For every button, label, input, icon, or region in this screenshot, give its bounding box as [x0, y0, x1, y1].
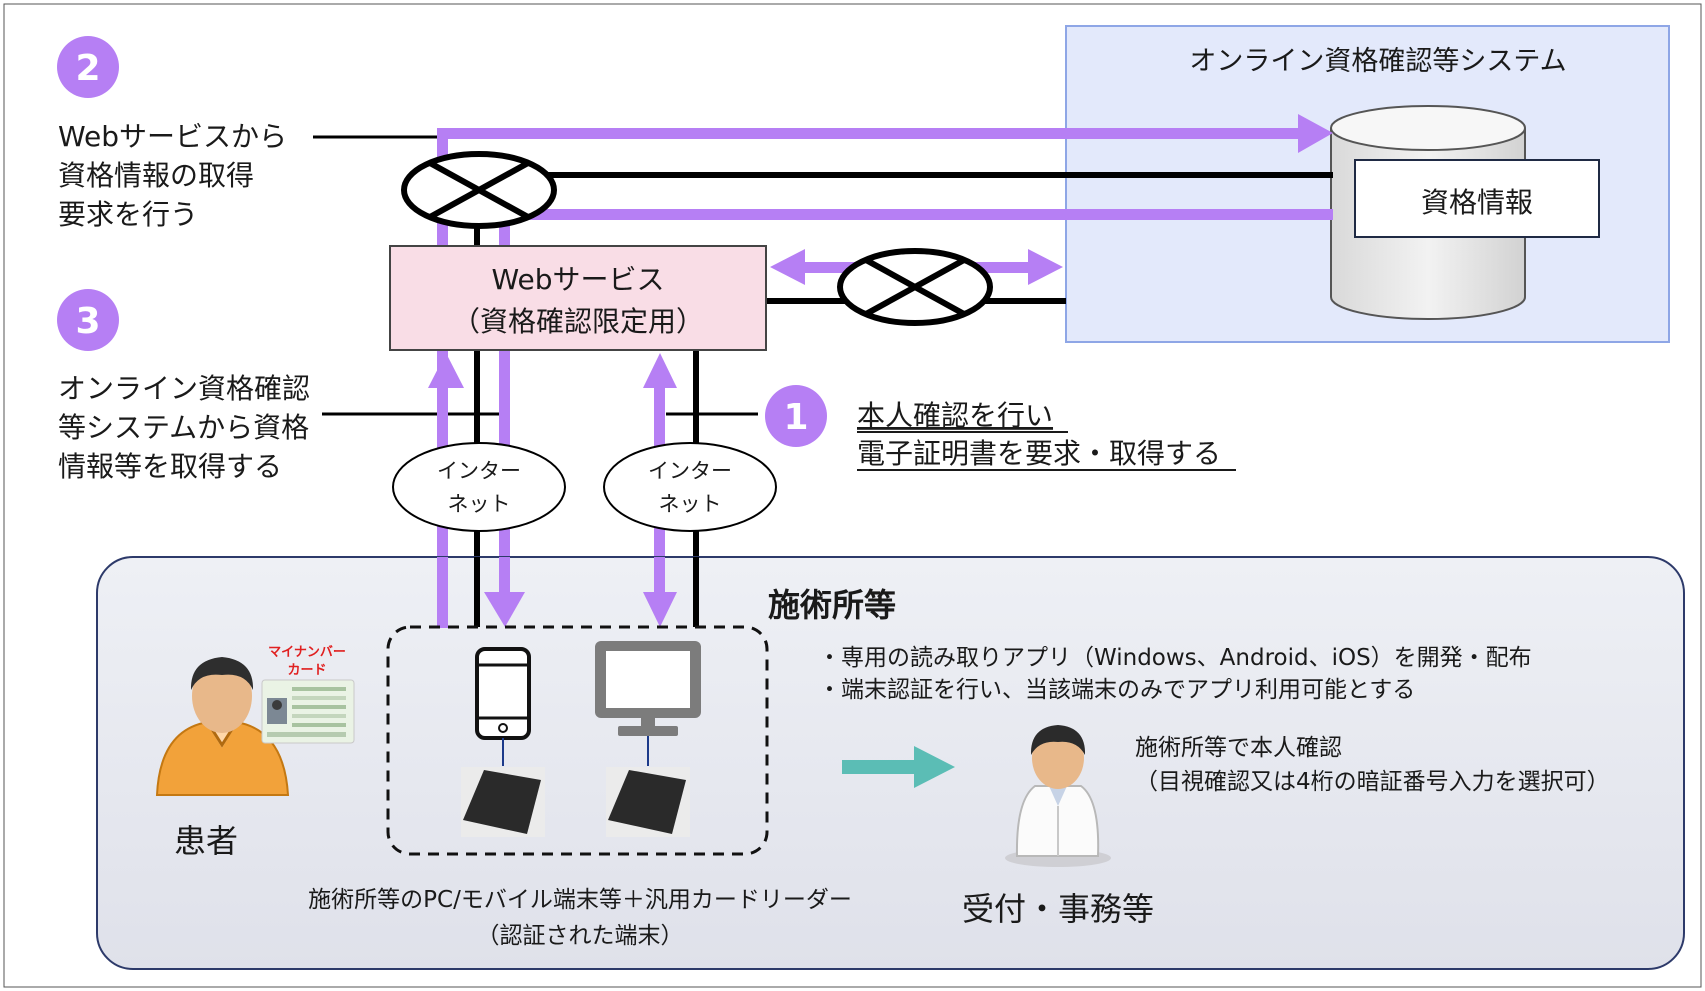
step-2-text: 資格情報の取得 — [58, 159, 254, 192]
patient-icon — [155, 657, 290, 796]
card-reader-icon — [606, 767, 690, 837]
internet-cloud-label: インター — [648, 459, 732, 483]
device-group — [386, 625, 769, 856]
patient-label: 患者 — [174, 822, 238, 860]
internet-cloud: インター ネット — [392, 442, 566, 532]
qualification-info-box — [1354, 159, 1600, 238]
step-2-text: Webサービスから — [58, 120, 287, 153]
step-1: 1 本人確認を行い 電子証明書を要求・取得する — [765, 385, 1236, 471]
facility-title: 施術所等 — [768, 586, 896, 624]
staff-icon — [1005, 725, 1111, 867]
arrow-left-ws — [770, 249, 805, 285]
staff-note: （目視確認又は4桁の暗証番号入力を選択可） — [1135, 769, 1610, 795]
step-2-text: 要求を行う — [58, 198, 198, 231]
arrow-up-left — [428, 353, 464, 388]
step-2: 2 Webサービスから 資格情報の取得 要求を行う — [57, 36, 287, 231]
step-3: 3 オンライン資格確認 等システムから資格 情報等を取得する — [57, 289, 310, 483]
step-1-text: 本人確認を行い — [857, 399, 1053, 432]
facility-line-overlay — [437, 557, 699, 628]
step-2-badge — [57, 36, 119, 98]
web-service-box: Webサービス （資格確認限定用） — [389, 245, 767, 351]
qualification-info-label: 資格情報 — [1421, 186, 1533, 219]
outer-frame — [3, 3, 1702, 988]
step-3-badge — [57, 289, 119, 351]
device-caption: 施術所等のPC/モバイル端末等＋汎用カードリーダー — [308, 887, 852, 913]
internet-cloud-label: インター — [437, 459, 521, 483]
web-service-subtitle: （資格確認限定用） — [452, 305, 704, 338]
router-icon — [401, 151, 557, 229]
facility-bullet: ・端末認証を行い、当該端末のみでアプリ利用可能とする — [818, 677, 1415, 703]
teal-arrow — [842, 746, 955, 788]
leader-lines — [313, 135, 758, 416]
step-3-number: 3 — [75, 301, 100, 342]
step-3-text: 情報等を取得する — [58, 450, 282, 483]
online-system-box: オンライン資格確認等システム 資格情報 — [1065, 25, 1670, 343]
arrow-to-db — [1298, 114, 1333, 153]
step-1-text: 電子証明書を要求・取得する — [857, 437, 1221, 470]
monitor-icon — [595, 641, 701, 766]
card-reader-icon — [461, 767, 545, 837]
step-3-text: オンライン資格確認 — [58, 372, 310, 405]
arrow-right-sys — [1028, 249, 1063, 285]
step-1-badge — [765, 385, 827, 447]
internet-cloud-label: ネット — [448, 492, 511, 516]
step-3-text: 等システムから資格 — [58, 411, 309, 444]
step-1-number: 1 — [783, 397, 808, 438]
facility-bullet: ・専用の読み取りアプリ（Windows、Android、iOS）を開発・配布 — [818, 645, 1532, 671]
staff-note: 施術所等で本人確認 — [1135, 735, 1342, 761]
arrow-up-right — [643, 353, 677, 388]
card-label: マイナンバー — [268, 645, 346, 660]
card-label: カード — [287, 663, 326, 678]
internet-cloud-label: ネット — [659, 492, 722, 516]
online-system-title: オンライン資格確認等システム — [1189, 46, 1566, 77]
web-service-title: Webサービス — [491, 263, 664, 296]
smartphone-icon — [475, 647, 531, 766]
step-2-number: 2 — [75, 48, 100, 89]
router-icon — [837, 248, 993, 326]
staff-label: 受付・事務等 — [962, 890, 1154, 928]
device-caption: （認証された端末） — [477, 923, 684, 949]
internet-cloud: インター ネット — [603, 442, 777, 532]
my-number-card-icon — [261, 679, 355, 744]
